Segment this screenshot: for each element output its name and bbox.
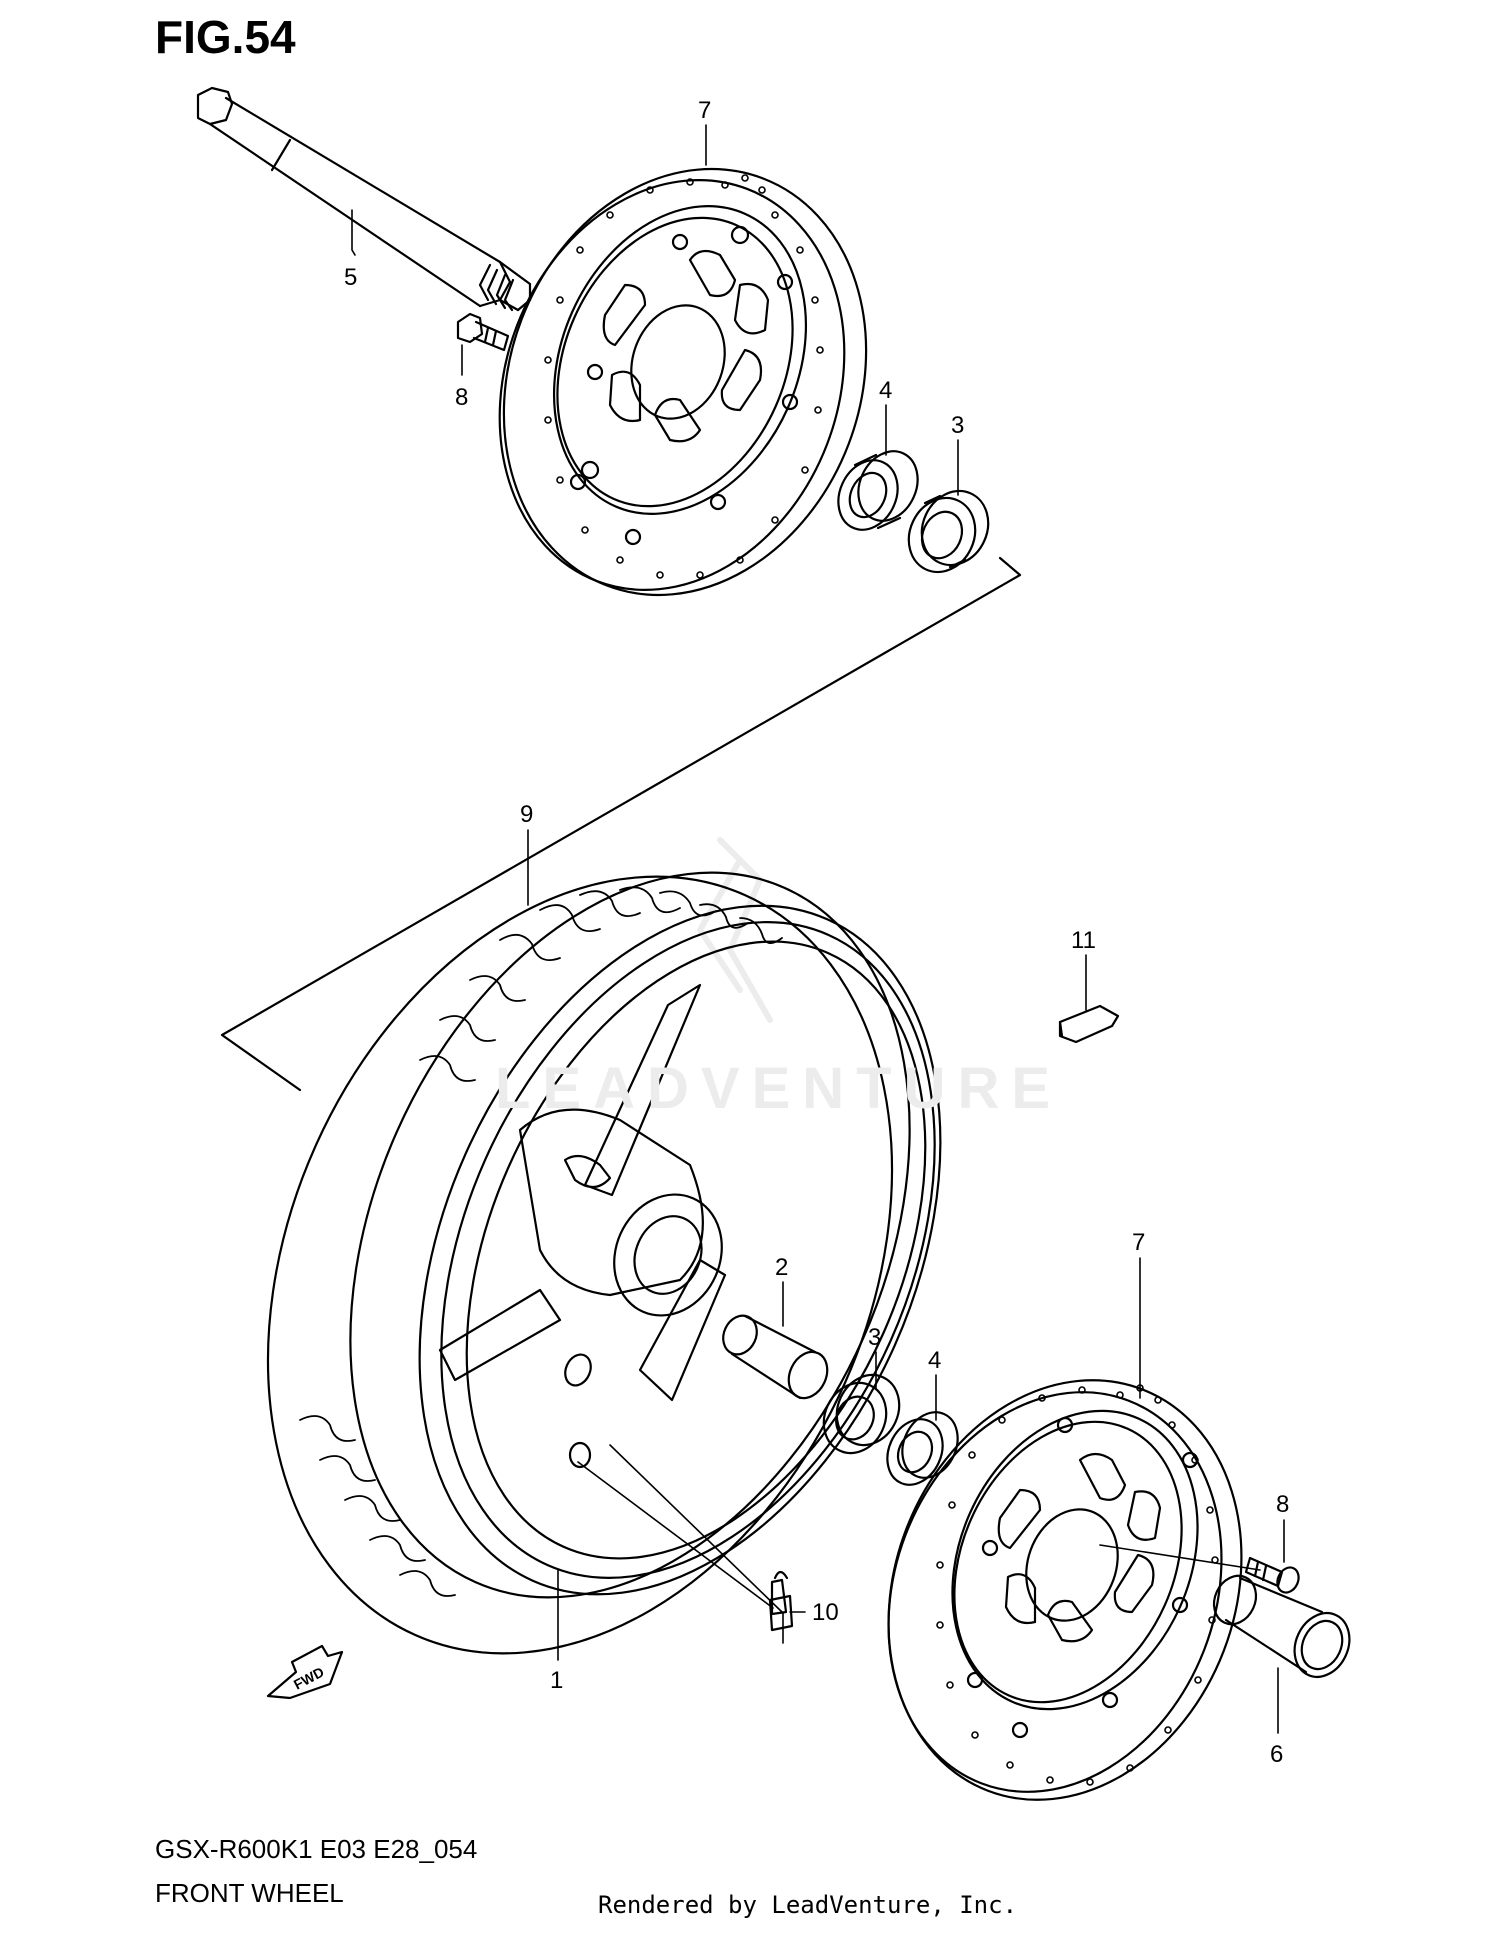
balance-weight-part-11 — [1058, 1004, 1120, 1044]
assembly-lines — [220, 556, 1022, 1092]
callout-11: 11 — [1071, 927, 1096, 954]
bearing-part-3-top — [907, 489, 990, 574]
oil-seal-part-4-top — [837, 450, 919, 531]
axle-part-5 — [196, 86, 532, 312]
callout-labels: 5 8 7 4 3 9 11 2 3 4 7 8 10 1 6 — [344, 97, 1289, 1768]
callout-4-top: 4 — [879, 377, 892, 404]
oil-seal-part-4-bottom — [886, 1411, 959, 1486]
callout-4-bottom: 4 — [928, 1347, 941, 1374]
callout-10: 10 — [812, 1599, 839, 1626]
callout-7-top: 7 — [698, 97, 711, 124]
callout-9: 9 — [520, 801, 533, 828]
leader-lines — [351, 124, 1285, 1734]
brake-disc-part-7-top — [498, 167, 868, 597]
watermark — [697, 837, 773, 1023]
bearing-part-3-bottom — [822, 1373, 901, 1455]
callout-2: 2 — [775, 1254, 788, 1281]
figure-name: FRONT WHEEL — [155, 1878, 344, 1908]
callout-7-bottom: 7 — [1132, 1229, 1145, 1256]
spacer-part-2 — [722, 1314, 829, 1400]
watermark-text: LEADVENTURE — [495, 1056, 1062, 1121]
callout-1: 1 — [550, 1667, 563, 1694]
callout-8-bottom: 8 — [1276, 1491, 1289, 1518]
render-credit: Rendered by LeadVenture, Inc. — [598, 1891, 1018, 1919]
collar-part-6 — [1212, 1574, 1351, 1678]
valve-part-10 — [768, 1570, 794, 1632]
wheel-and-tire-part-1-9 — [266, 871, 942, 1655]
callout-3-bottom: 3 — [868, 1324, 881, 1351]
brake-disc-part-7-bottom — [887, 1379, 1243, 1801]
model-code: GSX-R600K1 E03 E28_054 — [155, 1834, 478, 1864]
callout-8-top: 8 — [455, 384, 468, 411]
bolt-part-8-top — [456, 312, 510, 352]
callout-3-top: 3 — [951, 412, 964, 439]
callout-6: 6 — [1270, 1741, 1283, 1768]
fwd-label: FWD — [291, 1664, 327, 1693]
callout-5: 5 — [344, 264, 357, 291]
figure-title: FIG.54 — [155, 11, 296, 63]
fwd-arrow-icon — [266, 1644, 344, 1700]
